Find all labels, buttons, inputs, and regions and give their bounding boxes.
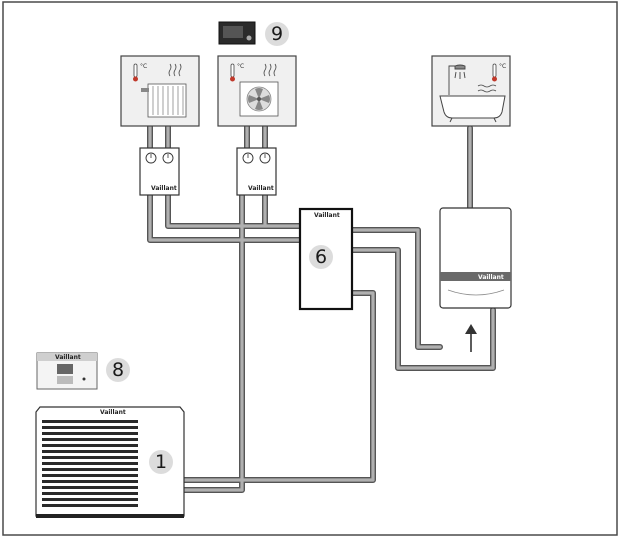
callout-6: 6 bbox=[309, 245, 333, 269]
brand-logo: Vaillant bbox=[314, 212, 340, 219]
svg-text:6: 6 bbox=[315, 246, 327, 268]
temperature-unit-label: °C bbox=[237, 63, 244, 70]
radiator-icon bbox=[141, 83, 187, 118]
bathroom-panel: °C bbox=[431, 55, 511, 127]
pipe-heatpump-flow bbox=[177, 290, 376, 483]
heat-waves-icon bbox=[477, 84, 497, 93]
distribution-module-right: Vaillant bbox=[236, 147, 277, 196]
brand-logo: Vaillant bbox=[478, 274, 504, 281]
heat-pump-grille bbox=[42, 418, 138, 510]
heat-waves-icon bbox=[168, 63, 182, 77]
fan-coil-panel: °C bbox=[217, 55, 297, 127]
pipe-left-return bbox=[147, 192, 303, 243]
gas-boiler: Vaillant bbox=[439, 207, 512, 309]
temperature-unit-label: °C bbox=[140, 63, 147, 70]
thermometer-icon bbox=[133, 63, 138, 82]
flow-arrow-icon bbox=[465, 324, 477, 352]
svg-text:9: 9 bbox=[271, 23, 283, 45]
brand-logo: Vaillant bbox=[151, 185, 177, 192]
bathtub-icon bbox=[439, 95, 506, 123]
fan-icon bbox=[239, 81, 279, 117]
room-controller-device bbox=[218, 21, 256, 45]
brand-logo: Vaillant bbox=[248, 185, 274, 192]
brand-logo: Vaillant bbox=[100, 409, 126, 416]
callout-1: 1 bbox=[149, 450, 173, 474]
thermometer-icon bbox=[230, 63, 235, 82]
shower-icon bbox=[448, 64, 466, 95]
callout-9: 9 bbox=[265, 22, 289, 46]
temperature-unit-label: °C bbox=[499, 63, 506, 70]
svg-text:8: 8 bbox=[112, 359, 124, 381]
svg-text:1: 1 bbox=[155, 451, 167, 473]
system-controller-device: Vaillant bbox=[36, 352, 98, 390]
brand-logo: Vaillant bbox=[55, 354, 81, 361]
pipe-heatpump-return bbox=[177, 238, 245, 493]
pipe-left-flow bbox=[165, 192, 303, 229]
heat-waves-icon bbox=[263, 63, 277, 77]
radiator-panel: °C bbox=[120, 55, 200, 127]
thermometer-icon bbox=[492, 63, 497, 82]
distribution-module-left: Vaillant bbox=[139, 147, 180, 196]
callout-8: 8 bbox=[106, 358, 130, 382]
heat-pump-outdoor-unit: Vaillant bbox=[35, 406, 185, 518]
